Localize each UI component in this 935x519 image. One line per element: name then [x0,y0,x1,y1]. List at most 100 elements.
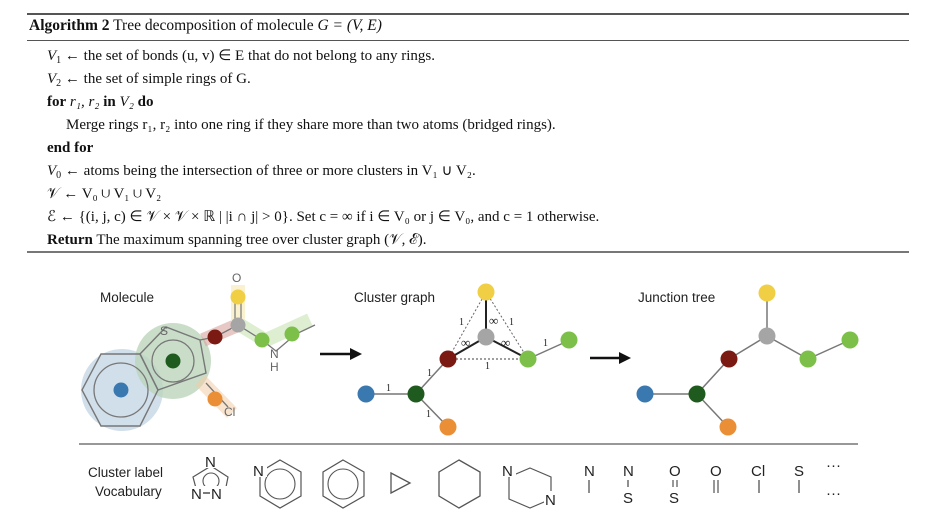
thiophene-aromatic-circle [151,339,195,383]
cluster-graph-drawing: 1 1 1 1 1 1 1 ∞ ∞ ∞ [357,283,578,436]
v2-symbol: V [47,71,57,87]
algo-line-v1: V1 ← the set of bonds (u, v) ∈ E that do… [47,47,436,66]
vocab-atom-label: N [584,463,595,480]
tree-node-carbonyl [758,327,776,345]
node-benzene [357,385,375,403]
weight-label: 1 [386,383,391,394]
thiophene-node [165,353,181,369]
algo-line-v2: V2 ← the set of simple rings of G. [47,70,251,89]
v0-symbol: V [47,163,57,179]
algo-line-edge-set: ℰ ← {(i, j, c) ∈ 𝒱 × 𝒱 × ℝ | |i ∩ j| > 0… [47,208,599,226]
tree-node-thiophene [688,385,706,403]
methyl-node [284,326,300,342]
chloro-node [207,391,223,407]
return-text: The maximum spanning tree over cluster g… [96,232,427,248]
arrow-head-icon [350,348,362,360]
algo-line-v0: V0 ← atoms being the intersection of thr… [47,162,476,181]
algo-line-vertex-set: 𝒱 ← V₀ ∪ V₁ ∪ V₂ [47,185,161,203]
vocab-triazole: N N N [190,454,232,503]
weight-label: 1 [459,317,464,328]
vocab-atom-label: S [669,490,679,507]
chlorine-atom-label: Cl [224,405,235,419]
tree-node-chloro [719,418,737,436]
end-for-keyword: end for [47,140,94,156]
merge-text: Merge rings r₁, r₂ into one ring if they… [66,117,556,133]
molecule-label: Molecule [100,290,154,305]
edge-set-text: ℰ ← {(i, j, c) ∈ 𝒱 × 𝒱 × ℝ | |i ∩ j| > 0… [47,209,600,225]
v1-text: ← the set of bonds (u, v) ∈ E that do no… [64,48,436,64]
vocab-ellipsis-top: ··· [826,457,841,474]
algo-line-for: for r₁, r₂ in V₂ do [47,93,154,111]
vocab-o-s-double: O S [669,463,681,507]
header-rule [27,40,909,41]
vocab-piperazine: N N [501,462,559,509]
weight-label: 1 [485,361,490,372]
v2-text: ← the set of simple rings of G. [64,71,251,87]
vocab-cl-single: Cl [751,463,765,493]
weight-label-infinity: ∞ [501,335,510,350]
return-keyword: Return [47,232,93,248]
top-rule [27,13,909,15]
vertex-set-text: 𝒱 ← V₀ ∪ V₁ ∪ V₂ [47,186,162,202]
arrow-head-icon [619,352,631,364]
bottom-rule [27,251,909,253]
node-oxygen [477,283,495,301]
vocab-cyclopropane [390,471,412,495]
vocab-atom-label: N [502,463,513,480]
tree-node-oxygen [758,284,776,302]
sulfur-atom-label: S [160,324,168,338]
v2-subscript: 2 [56,78,62,89]
v1-symbol: V [47,48,57,64]
algo-line-return: Return The maximum spanning tree over cl… [47,231,426,249]
v0-text: ← atoms being the intersection of three … [64,163,476,179]
cluster-graph-label: Cluster graph [354,290,435,305]
edge-dashed [447,291,487,360]
for-keyword: for [47,94,67,110]
molecule-drawing: S O N H Cl [81,271,316,431]
nitrogen-atom-label: N [270,347,279,361]
node-carbonyl [477,328,495,346]
algorithm-title-text: Tree decomposition of molecule [113,17,314,34]
algorithm-title-math: G = (V, E) [317,17,382,34]
benzene-node [113,382,129,398]
vocab-atom-label: N [253,463,264,480]
vocab-s-single: S [794,463,804,493]
in-keyword: in [103,94,116,110]
vocab-benzene [322,459,365,509]
vocabulary-label-line1: Cluster label [88,465,163,480]
vocab-atom-label: O [710,463,722,480]
weight-label: 1 [509,317,514,328]
vocab-pyridine: N [252,459,302,509]
oxygen-node [230,289,246,305]
vocab-atom-label: O [669,463,681,480]
weight-label-infinity: ∞ [489,313,498,328]
vocab-atom-label: Cl [751,463,765,480]
carbonyl-carbon-node [230,317,246,333]
for-set: V₂ [119,94,134,110]
edge-dashed [485,291,529,360]
vocab-atom-label: S [794,463,804,480]
vocabulary-row: Cluster label Vocabulary N N N N [88,454,841,509]
algo-line-endfor: end for [47,139,93,157]
algorithm-title: Algorithm 2 Tree decomposition of molecu… [29,17,382,35]
thiophene-ring [139,326,207,391]
node-methyl [560,331,578,349]
tree-node-benzene [636,385,654,403]
bond-node-red [207,329,223,345]
node-chloro [439,418,457,436]
vocab-n-s-bond: N S [623,463,634,507]
arrow-to-junction-tree [590,352,631,364]
node-bond-red [439,350,457,368]
weight-label-infinity: ∞ [461,335,470,350]
oxygen-atom-label: O [232,271,241,285]
amide-node [254,332,270,348]
tree-node-methyl [841,331,859,349]
vocabulary-label-line2: Vocabulary [95,484,162,499]
hydrogen-atom-label: H [270,360,279,374]
node-amide [519,350,537,368]
tree-node-amide [799,350,817,368]
vocab-atom-label: N [205,454,216,471]
tree-node-bond-red [720,350,738,368]
for-vars: r₁, r₂ [69,94,100,110]
algo-line-merge: Merge rings r₁, r₂ into one ring if they… [66,116,556,134]
